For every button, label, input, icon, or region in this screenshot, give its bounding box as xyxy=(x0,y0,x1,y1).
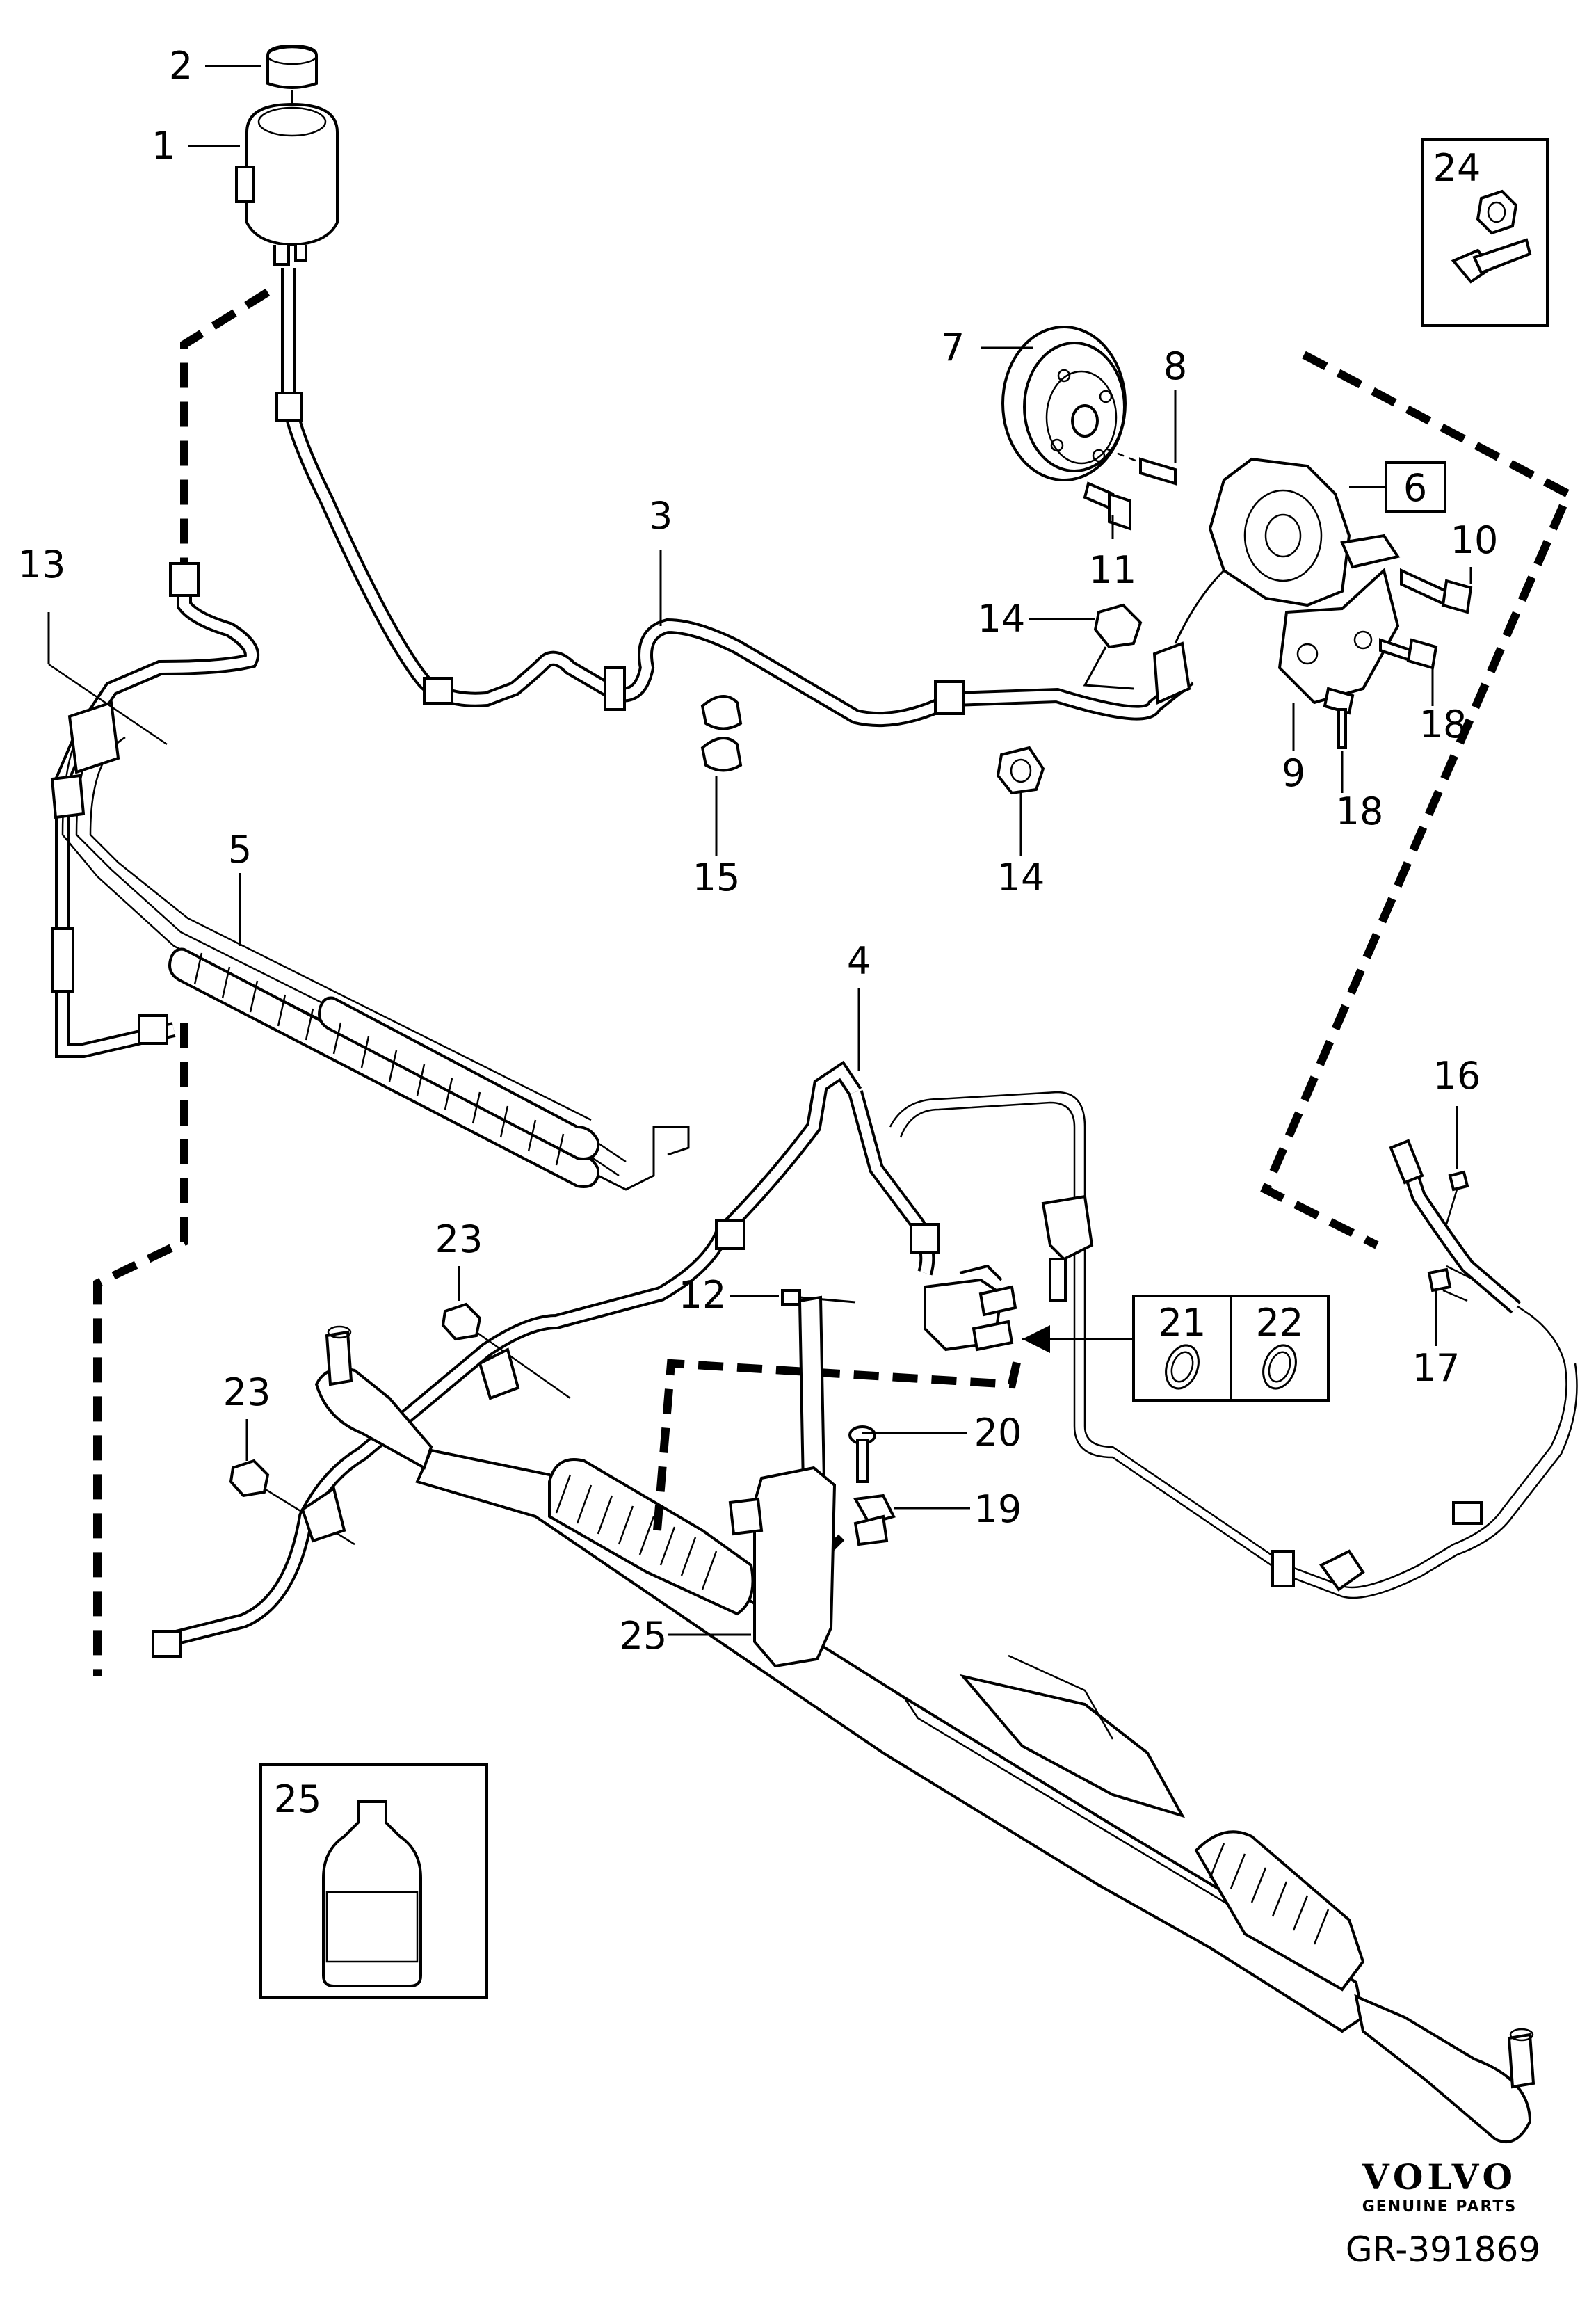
callout-5: 5 xyxy=(228,828,252,872)
line-bracket-23-lower xyxy=(300,1486,346,1543)
pump-pulley[interactable] xyxy=(1001,326,1127,481)
line-bracket-23-upper xyxy=(478,1347,520,1400)
callout-1: 1 xyxy=(152,124,175,168)
steering-boot-right[interactable] xyxy=(1194,1830,1365,1992)
callout-17: 17 xyxy=(1412,1346,1460,1390)
pressure-hose-4[interactable] xyxy=(152,1060,940,1658)
callout-14-lower: 14 xyxy=(997,856,1045,899)
supply-hose[interactable] xyxy=(275,268,1194,728)
bleed-hose-right[interactable] xyxy=(1389,1139,1522,1314)
callout-23-lower: 23 xyxy=(223,1370,271,1414)
callout-16: 16 xyxy=(1433,1054,1481,1098)
callout-15: 15 xyxy=(693,856,741,899)
callout-20: 20 xyxy=(974,1411,1022,1455)
line-bracket-left xyxy=(50,700,120,819)
pump-dashed-frame xyxy=(1260,351,1574,1249)
valve-block[interactable] xyxy=(924,1264,1134,1353)
bolt-18-lower[interactable] xyxy=(1323,687,1355,749)
callout-23-upper: 23 xyxy=(435,1217,483,1261)
reservoir-return-dashed-line xyxy=(180,288,271,563)
callout-12: 12 xyxy=(679,1273,727,1317)
nut-23-upper[interactable] xyxy=(441,1302,571,1400)
clip-19[interactable] xyxy=(853,1494,896,1546)
callout-3: 3 xyxy=(649,494,672,538)
bolt-10[interactable] xyxy=(1400,568,1473,614)
callout-4: 4 xyxy=(847,939,871,983)
screw-17[interactable] xyxy=(1427,1267,1468,1302)
pump-bracket[interactable] xyxy=(1277,568,1400,705)
callout-22: 22 xyxy=(1256,1301,1304,1345)
bolt-18-upper[interactable] xyxy=(1379,638,1438,670)
tie-rod-end-right[interactable] xyxy=(1354,1994,1535,2143)
callout-21: 21 xyxy=(1159,1301,1207,1345)
steering-boot-left[interactable] xyxy=(548,1458,755,1616)
column-dashed-guide xyxy=(653,1352,1023,1531)
genuine-parts-label: GENUINE PARTS xyxy=(1362,2198,1517,2216)
callout-10: 10 xyxy=(1451,518,1499,562)
hose-clamp-15[interactable] xyxy=(700,695,743,772)
callout-11: 11 xyxy=(1089,548,1137,592)
stud-8[interactable] xyxy=(1105,447,1177,486)
callout-14-upper: 14 xyxy=(978,597,1026,641)
pump-pressure-outlet xyxy=(1152,641,1191,705)
return-pipe-rack[interactable] xyxy=(889,1091,1578,1599)
oil-cooler-pipe[interactable] xyxy=(61,708,690,1191)
power-steering-pump[interactable] xyxy=(1208,457,1401,607)
return-hose-left[interactable] xyxy=(51,562,259,1058)
callout-8: 8 xyxy=(1163,344,1187,388)
pulley-bolt-11[interactable] xyxy=(1083,481,1131,531)
callout-13: 13 xyxy=(18,543,66,586)
callout-6: 6 xyxy=(1403,466,1427,510)
callout-18-upper: 18 xyxy=(1419,703,1467,746)
callout-25-box: 25 xyxy=(274,1777,322,1821)
pressure-pipe-connector[interactable] xyxy=(1041,1194,1094,1302)
callout-7: 7 xyxy=(941,326,965,369)
o-ring-22[interactable] xyxy=(1257,1340,1301,1393)
nut-14-lower[interactable] xyxy=(996,746,1045,795)
nut-14-upper[interactable] xyxy=(1083,603,1143,690)
left-dashed-guide xyxy=(93,1023,188,1676)
steering-rack[interactable] xyxy=(415,1448,1365,2033)
callout-19: 19 xyxy=(974,1487,1022,1531)
callout-24: 24 xyxy=(1433,146,1481,190)
leader-lines xyxy=(47,65,1472,1636)
o-ring-21[interactable] xyxy=(1160,1340,1204,1393)
fluid-reservoir[interactable] xyxy=(235,102,339,266)
callout-labels: 2 1 13 3 5 4 7 8 6 10 11 14 15 14 9 18 1… xyxy=(18,44,1499,1821)
seal-kit-box xyxy=(1132,1295,1330,1402)
callout-9: 9 xyxy=(1282,751,1305,795)
power-steering-fluid-bottle[interactable] xyxy=(322,1800,422,1987)
hardware-kit-box xyxy=(1421,138,1549,327)
reservoir-cap[interactable] xyxy=(266,44,318,104)
screw-20[interactable] xyxy=(848,1425,876,1483)
bolt-24[interactable] xyxy=(1451,238,1532,284)
screw-16[interactable] xyxy=(1445,1170,1469,1225)
tie-rod-end-left[interactable] xyxy=(314,1325,433,1470)
callout-25-rack: 25 xyxy=(620,1614,668,1658)
nut-24[interactable] xyxy=(1476,189,1518,235)
pinion-housing[interactable] xyxy=(728,1295,837,1668)
volvo-logo: VOLVO xyxy=(1362,2156,1517,2197)
diagram-reference: GR-391869 xyxy=(1345,2229,1541,2270)
callout-2: 2 xyxy=(169,44,193,88)
callout-18-lower: 18 xyxy=(1336,790,1384,833)
